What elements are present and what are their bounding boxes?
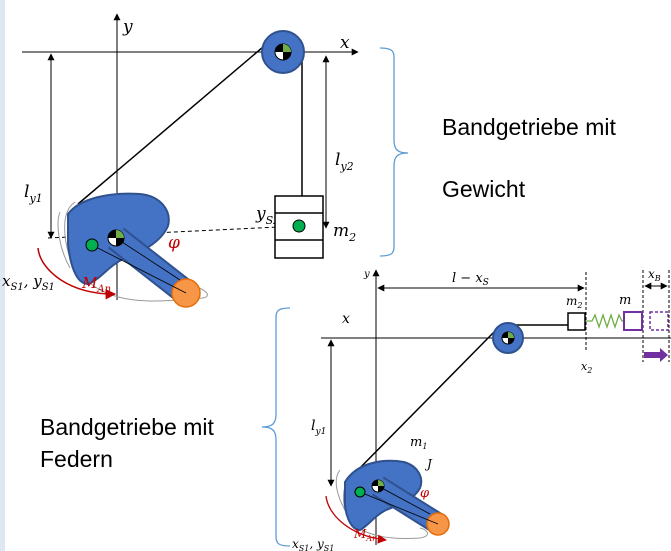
top-moment-arrow [37,247,117,300]
bottom-ly1-label: ly1 [311,418,326,437]
top-y-axis-label: y [122,17,133,37]
bottom-figure: y x l − xS x2 xB ly1 m2 [40,267,671,551]
bottom-direction-arrow-icon [644,348,668,362]
top-lever-arm [109,229,192,301]
bottom-x-axis-label: x [342,311,350,327]
bottom-caption-line2: Federn [40,446,113,472]
bottom-m-label: m [619,293,631,308]
bottom-l-xs-label: l − xS [452,271,489,288]
top-bracket [379,47,409,257]
top-xs1-ys1-label: xS1, yS1 [2,272,55,293]
bottom-lever-arm [373,478,442,531]
top-belt [77,35,277,205]
bottom-cam-line-2 [377,485,431,515]
bottom-cam-cog [354,486,366,498]
bottom-cam-line-1 [359,491,439,525]
bottom-m1-label: m1 [410,435,427,451]
top-cam-cog [85,238,99,252]
top-caption-line1: Bandgetriebe mit [442,114,616,140]
top-caption-line2: Gewicht [442,176,526,202]
bottom-spring [586,312,626,330]
bottom-mass-m [623,311,643,331]
bottom-mass-m-displaced [649,311,669,331]
top-weight-m2 [274,195,324,259]
bottom-m2-label: m2 [566,294,582,310]
top-pulley-center-icon [274,43,292,61]
bottom-mass-m2 [567,312,586,331]
left-edge-stripe [0,0,5,551]
bottom-x2-label: x2 [581,360,592,375]
top-ly2-label: ly2 [335,150,354,173]
top-cam-line-2 [115,237,181,281]
top-m2-label: m2 [333,221,356,244]
top-cam-center-icon [107,229,125,247]
top-phi-label: φ [168,233,180,253]
top-ly1-label: ly1 [24,182,43,205]
bottom-xb-label: xB [648,267,661,283]
bottom-pulley-center-icon [501,331,515,345]
top-figure: y x ly1 ly2 yS2 m2 [0,0,616,551]
bottom-caption-line1: Bandgetriebe mit [40,414,214,440]
bottom-cam-center-icon [371,479,385,493]
bottom-j-label: J [424,457,433,471]
top-x-axis-label: x [340,33,350,53]
bottom-man-label: MAn [353,527,377,543]
bottom-y-axis-label: y [363,269,370,280]
bottom-belt [349,329,497,479]
top-man-label: MAn [81,274,111,295]
bottom-moment-arrow [325,495,387,544]
bottom-bracket [261,307,291,547]
bottom-xs1-ys1-label: xS1, yS1 [292,537,334,551]
bottom-phi-label: φ [420,486,430,501]
top-cam-line-1 [91,244,187,294]
